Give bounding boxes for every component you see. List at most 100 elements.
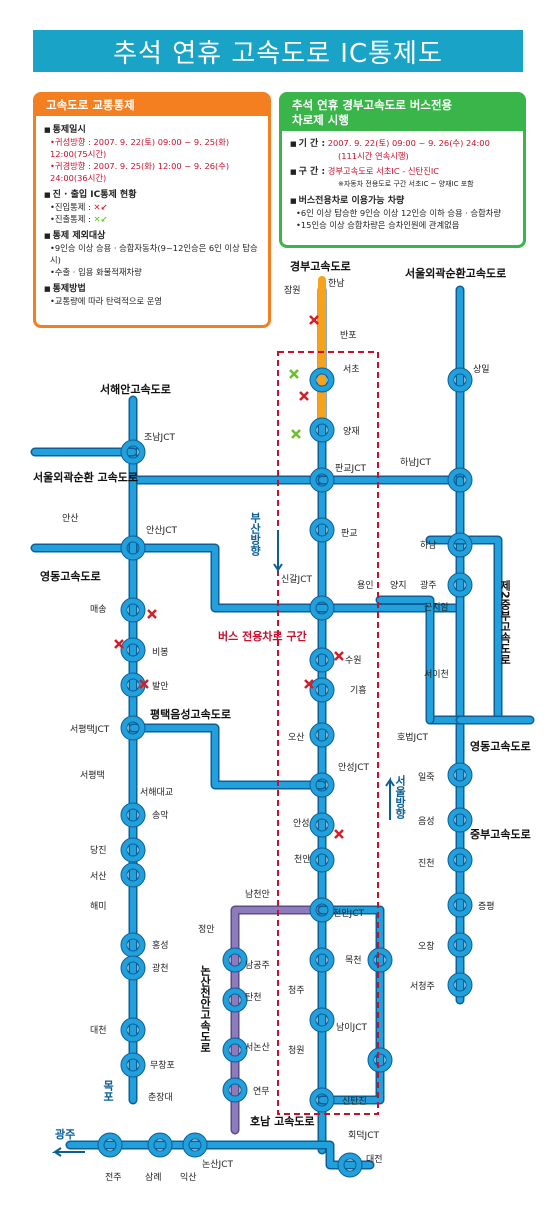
place-label: 남이JCT <box>336 1022 367 1033</box>
period-value: 2007. 9. 22(토) 09:00 ~ 9. 26(수) 24:00 <box>327 138 490 148</box>
period-note: (111시간 연속시행) <box>338 151 409 161</box>
place-label: 호법JCT <box>397 732 428 743</box>
place-label: 광주 <box>420 579 437 591</box>
place-label: 천안JCT <box>333 908 364 919</box>
direction-gwangju: 광주 <box>55 1128 75 1141</box>
place-label: 일죽 <box>418 772 435 783</box>
place-label: 진천 <box>418 858 435 869</box>
method-item: 교통량에 따라 탄력적으로 운영 <box>44 295 260 307</box>
place-label: 서평택JCT <box>70 724 110 735</box>
place-label: 기흥 <box>350 684 367 696</box>
ic-control-marks <box>114 315 344 839</box>
sec-method: 통제방법 <box>44 283 260 295</box>
gwangju-arrow-icon <box>51 1147 85 1157</box>
place-label: 안성 <box>293 818 310 829</box>
place-label: 남천안 <box>245 889 270 900</box>
section-value: 경부고속도로 서초IC - 신탄진IC <box>327 166 440 176</box>
place-label: 회덕JCT <box>348 1130 379 1141</box>
place-label: 하남 <box>420 540 437 551</box>
traffic-control-box: 고속도로 교통통제 통제일시 귀성방향 : 2007. 9. 22(토) 09:… <box>33 92 271 328</box>
period-key: 기 간 : <box>290 139 325 149</box>
bus-lane-header: 추석 연휴 경부고속도로 버스전용 차로제 시행 <box>282 95 523 131</box>
place-label: 전주 <box>105 1172 122 1183</box>
label-gyeongbu: 경부고속도로 <box>290 259 351 273</box>
bus-lane-label: 버스 전용차로 구간 <box>218 629 307 643</box>
label-jungbu2: 제2중부고속도로 <box>499 579 512 665</box>
place-label: 남공주 <box>245 960 270 971</box>
place-label: 하남JCT <box>400 457 431 468</box>
control-period-item: 귀경방향 : 2007. 9. 25(화) 12:00 ~ 9. 26(수) 2… <box>44 160 260 184</box>
place-label: 판교 <box>341 528 358 539</box>
label-pyeongtaek-eumseong: 평택음성고속도로 <box>150 707 231 721</box>
entry-control-x-icon: ✕↙ <box>93 202 108 212</box>
place-label: 정안 <box>198 924 215 935</box>
place-label: 춘장대 <box>148 1092 173 1103</box>
label-honam: 호남 고속도로 <box>250 1114 315 1128</box>
label-ring-east: 서울외곽순환고속도로 <box>405 266 506 280</box>
place-label: 서초 <box>343 364 360 375</box>
place-label: 청주 <box>288 985 305 996</box>
label-yeongdong-west: 영동고속도로 <box>40 570 101 583</box>
place-label: 연무 <box>253 1086 270 1097</box>
place-label: 오산 <box>288 732 305 743</box>
place-label: 광천 <box>152 962 169 974</box>
place-label: 상일 <box>473 364 490 375</box>
place-label: 발안 <box>152 681 169 692</box>
seoul-arrow-icon <box>385 776 395 820</box>
place-label: 청원 <box>288 1045 305 1056</box>
place-label: 탄천 <box>245 992 262 1003</box>
busan-arrow-icon <box>273 530 283 574</box>
place-label: 오창 <box>418 941 435 952</box>
sec-eligible: 버스전용차로 이용가능 차량 <box>290 195 515 207</box>
place-label: 서산 <box>90 871 107 882</box>
section-key: 구 간 : <box>290 167 325 177</box>
direction-busan: 부산방향 <box>249 512 262 557</box>
place-label: 해미 <box>90 901 107 912</box>
bus-lane-section-outline <box>277 351 379 1115</box>
sec-control-period: 통제일시 <box>44 124 260 136</box>
place-label: 양재 <box>343 426 360 437</box>
page-title: 추석 연휴 고속도로 IC통제도 <box>33 30 523 72</box>
sec-exempt: 통제 제외대상 <box>44 230 260 242</box>
place-label: 천안 <box>294 854 311 865</box>
place-label: 한남 <box>328 278 345 289</box>
place-label: 조남JCT <box>144 432 175 443</box>
place-label: 증평 <box>478 901 495 912</box>
control-period-item: 귀성방향 : 2007. 9. 22(토) 09:00 ~ 9. 25(화) 1… <box>44 136 260 160</box>
exit-control-label: 진출통제 : <box>54 214 91 224</box>
direction-seoul: 서울방향 <box>394 774 407 820</box>
place-label: 신갈JCT <box>281 574 312 585</box>
section-row: 구 간 : 경부고속도로 서초IC - 신탄진IC <box>290 165 515 178</box>
section-note: ※자동차 전용도로 구간 서초IC ~ 양재IC 포함 <box>338 180 474 188</box>
exempt-item: 9인승 이상 승용 · 승합자동차(9~12인승은 6인 이상 탑승시) <box>44 242 260 266</box>
label-yeongdong-east: 영동고속도로 <box>470 740 531 753</box>
place-label: 안산 <box>62 513 79 524</box>
place-label: 무창포 <box>150 1060 175 1071</box>
place-label: 삼례 <box>145 1172 162 1183</box>
bus-lane-box: 추석 연휴 경부고속도로 버스전용 차로제 시행 기 간 : 2007. 9. … <box>279 92 526 248</box>
sec-ic-status: 진 · 출입 IC통제 현황 <box>44 189 260 201</box>
place-label: 판교JCT <box>335 463 366 474</box>
place-label: 용인 <box>357 580 374 591</box>
place-label: 익산 <box>180 1171 197 1183</box>
exempt-item: 수출 · 입용 화물적재차량 <box>44 266 260 278</box>
place-label: 서이천 <box>424 669 449 680</box>
entry-control-label: 진입통제 : <box>54 202 91 212</box>
place-label: 송악 <box>152 809 169 821</box>
label-jungbu: 중부고속도로 <box>470 828 531 841</box>
direction-mokpo: 목포 <box>102 1080 115 1102</box>
place-label: 대천 <box>90 1025 107 1036</box>
place-label: 서청주 <box>410 981 435 992</box>
place-label: 대전 <box>366 1154 383 1165</box>
exit-control-x-icon: ✕↙ <box>93 214 108 224</box>
place-label: 잠원 <box>284 285 301 296</box>
place-label: 안산JCT <box>146 525 177 536</box>
place-label: 홍성 <box>152 939 169 951</box>
place-label: 비봉 <box>152 647 169 658</box>
place-label: 논산JCT <box>202 1159 233 1170</box>
place-label: 서논산 <box>245 1042 270 1053</box>
place-label: 안성JCT <box>338 762 369 773</box>
place-label: 서해대교 <box>140 787 173 798</box>
eligible-item: 6인 이상 탑승한 9인승 이상 12인승 이하 승용 · 승합차량 <box>290 207 515 219</box>
